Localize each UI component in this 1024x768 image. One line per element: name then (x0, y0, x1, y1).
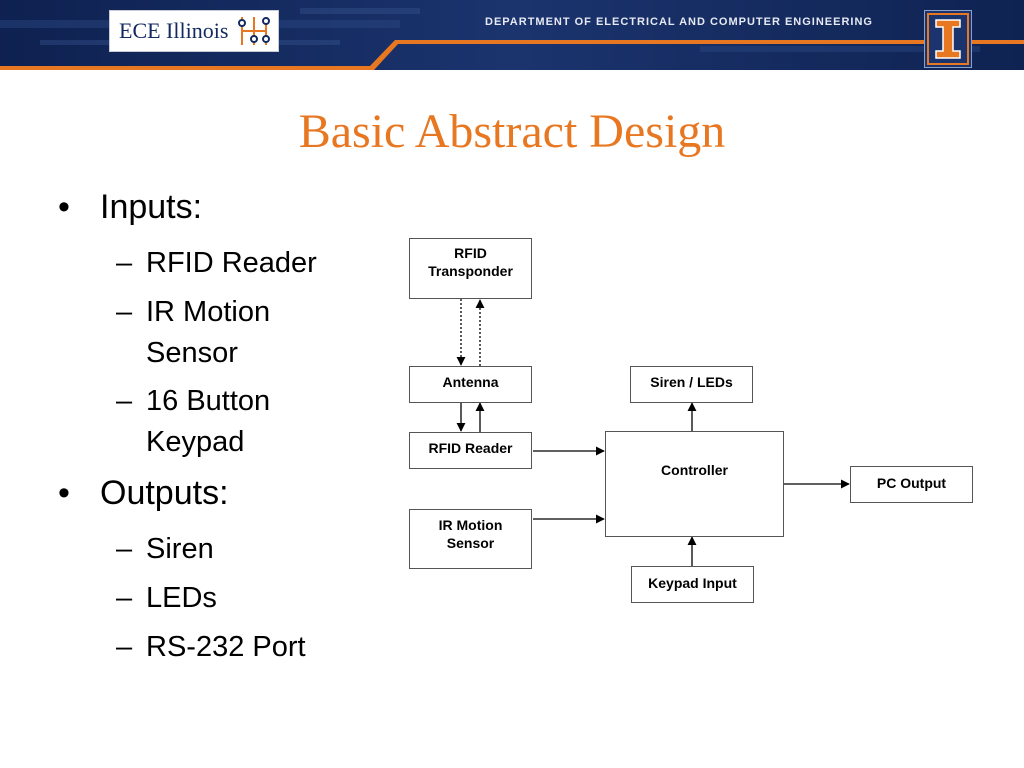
input-item-ir-motion-sensor: IR Motion Sensor (146, 296, 271, 369)
block-antenna: Antenna (409, 366, 532, 403)
dash-marker: – (116, 582, 133, 614)
inputs-heading: Inputs: (100, 188, 203, 226)
dash-marker: – (116, 247, 133, 279)
block-pc-output: PC Output (850, 466, 973, 503)
block-controller: Controller (605, 431, 784, 537)
logo-text: ECE Illinois (119, 18, 229, 43)
dash-marker: – (116, 296, 133, 328)
dash-marker: – (116, 385, 133, 417)
block-rfid-transponder: RFID Transponder (409, 238, 532, 299)
block-siren-leds: Siren / LEDs (630, 366, 753, 403)
output-item-siren: Siren (146, 533, 214, 565)
input-item-keypad: 16 Button Keypad (146, 385, 271, 458)
dash-marker: – (116, 533, 133, 565)
ece-illinois-logo[interactable]: ECE Illinois (109, 10, 279, 52)
outputs-heading: Outputs: (100, 474, 229, 512)
block-ir-motion-sensor: IR Motion Sensor (409, 509, 532, 569)
circuit-icon (238, 17, 270, 45)
bullet-marker: • (58, 188, 70, 226)
bullet-marker: • (58, 474, 70, 512)
block-rfid-reader: RFID Reader (409, 432, 532, 469)
dash-marker: – (116, 631, 133, 663)
department-name: DEPARTMENT OF ELECTRICAL AND COMPUTER EN… (485, 16, 873, 28)
output-item-rs232: RS-232 Port (146, 631, 306, 663)
slide-title: Basic Abstract Design (298, 105, 726, 158)
output-item-leds: LEDs (146, 582, 217, 614)
header-banner: ECE Illinois DEPARTMENT OF ELECTRICAL AN… (0, 0, 1024, 74)
illinois-block-i-icon (924, 10, 972, 68)
input-item-rfid-reader: RFID Reader (146, 247, 317, 279)
block-keypad-input: Keypad Input (631, 566, 754, 603)
